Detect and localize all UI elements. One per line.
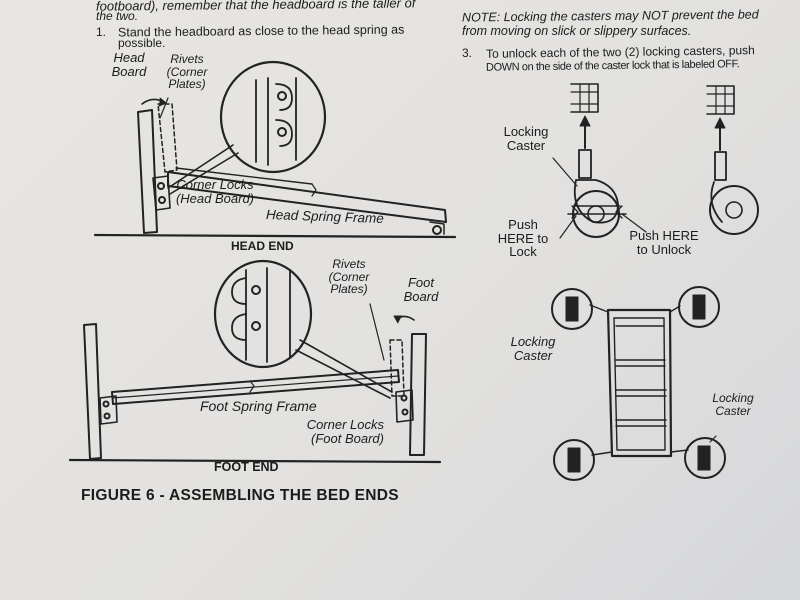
foot-end-diagram: [68, 259, 442, 464]
corner-locks-label: Corner Locks (Head Board): [175, 177, 255, 206]
step-text-line: possible.: [118, 36, 166, 50]
head-board-label: Head Board: [111, 50, 147, 79]
bed-locking-caster-label: Locking Caster: [712, 391, 754, 418]
locking-caster-label: Locking Caster: [503, 124, 549, 153]
push-to-unlock-label: Push HERE to Unlock: [629, 228, 699, 257]
foot-board-label: Foot Board: [403, 275, 439, 304]
head-end-diagram: [93, 60, 457, 239]
intro-text-line: the two.: [96, 9, 139, 23]
push-to-lock-label: Push HERE to Lock: [497, 217, 549, 260]
step-number: 1.: [96, 25, 107, 39]
rivets-label: Rivets (Corner Plates): [328, 257, 370, 297]
figure-caption: FIGURE 6 - ASSEMBLING THE BED ENDS: [81, 487, 399, 504]
corner-locks-label: Corner Locks (Foot Board): [306, 417, 384, 446]
foot-end-label: FOOT END: [214, 460, 279, 474]
caster-diagrams: [551, 83, 759, 481]
step-number: 3.: [462, 46, 473, 60]
note-text-line: from moving on slick or slippery surface…: [462, 24, 692, 38]
bed-locking-caster-label: Locking Caster: [510, 334, 556, 363]
rivets-label: Rivets (Corner Plates): [166, 52, 208, 92]
head-end-label: HEAD END: [231, 239, 294, 253]
foot-spring-frame-label: Foot Spring Frame: [200, 398, 317, 414]
